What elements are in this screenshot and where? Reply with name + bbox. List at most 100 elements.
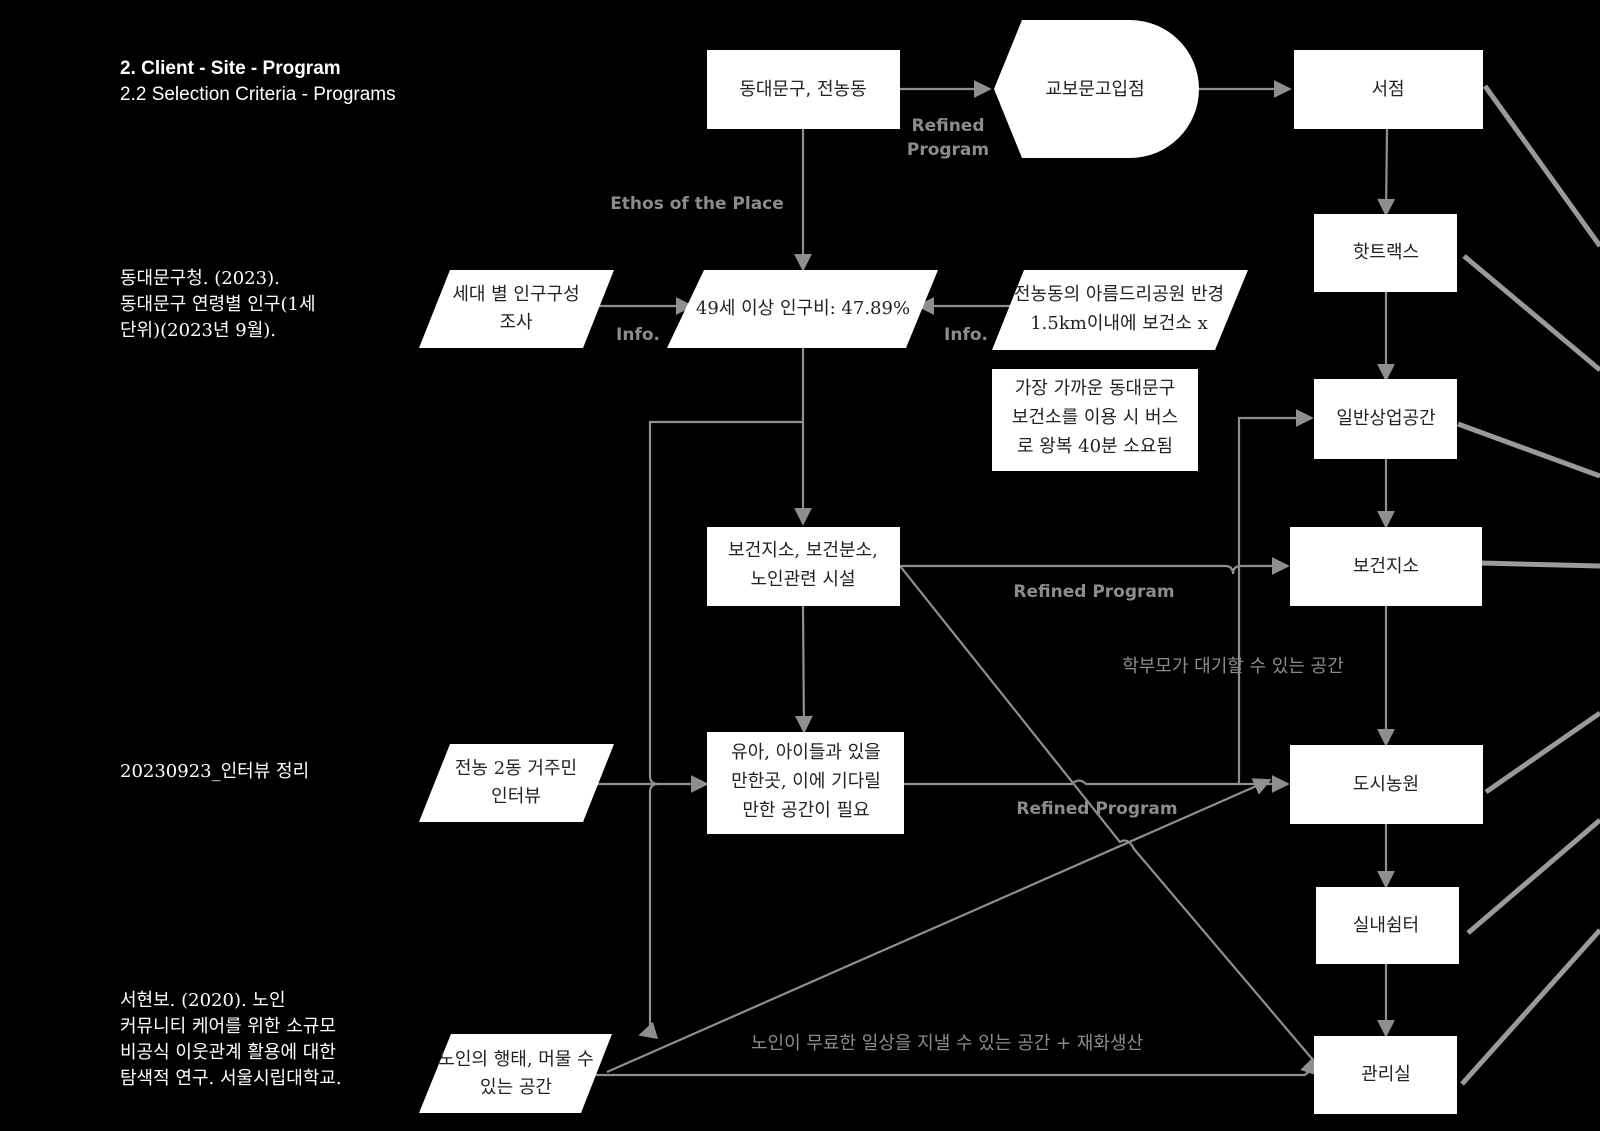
node-box	[1314, 379, 1457, 459]
node-urban-farm[interactable]: 도시농원	[1290, 745, 1483, 824]
node-label: 전농 2동 거주민	[455, 758, 577, 779]
page-subtitle: 2.2 Selection Criteria - Programs	[120, 84, 396, 105]
node-box	[1294, 50, 1483, 129]
outgoing-line	[1460, 928, 1600, 1086]
node-park[interactable]: 전농동의 아름드리공원 반경 1.5km이내에 보건소 x	[992, 270, 1248, 350]
node-label: 유아, 아이들과 있을	[731, 742, 881, 763]
node-dongdaemun[interactable]: 동대문구, 전농동	[707, 50, 900, 129]
page-header: 2. Client - Site - Program 2.2 Selection…	[120, 56, 396, 108]
edge-labels: Refined Program Ethos of the Place Info.…	[610, 116, 1344, 1054]
edge-label-info-right: Info.	[944, 325, 988, 345]
edge-label-refined-low: Refined Program	[1016, 799, 1177, 819]
node-box	[419, 744, 614, 822]
outgoing-line	[1466, 818, 1600, 935]
reference-line: 커뮤니티 케어를 위한 소규모	[120, 1016, 336, 1037]
node-commercial[interactable]: 일반상업공간	[1314, 379, 1457, 459]
edge-label-parents: 학부모가 대기할 수 있는 공간	[1122, 656, 1344, 677]
reference-line: 탐색적 연구. 서울시립대학교.	[120, 1068, 342, 1089]
node-bookstore[interactable]: 서점	[1294, 50, 1483, 129]
node-box	[707, 527, 900, 606]
node-health-right[interactable]: 보건지소	[1290, 527, 1482, 606]
node-label: 인터뷰	[491, 786, 541, 807]
edge-elderly-management	[592, 1057, 1320, 1077]
outgoing-line	[1482, 84, 1600, 248]
edge-health-kids	[794, 605, 813, 734]
node-hottracks[interactable]: 핫트랙스	[1314, 214, 1457, 292]
node-label: 보건소를 이용 시 버스	[1012, 407, 1178, 428]
node-nearest[interactable]: 가장 가까운 동대문구 보건소를 이용 시 버스 로 왕복 40분 소요됨	[992, 369, 1198, 471]
node-label: 실내쉼터	[1353, 915, 1419, 936]
node-label: 로 왕복 40분 소요됨	[1017, 436, 1173, 457]
reference-line: 서현보. (2020). 노인	[120, 990, 286, 1011]
edge-label-refined-top-1: Refined	[911, 116, 984, 136]
reference-paper: 서현보. (2020). 노인 커뮤니티 케어를 위한 소규모 비공식 이웃관계…	[120, 988, 342, 1092]
reference-interview: 20230923_인터뷰 정리	[120, 759, 309, 785]
edge-label-refined-top-2: Program	[907, 140, 989, 160]
outgoing-line	[1462, 254, 1600, 372]
node-box	[992, 369, 1198, 471]
edge-bookstore-hottracks	[1377, 128, 1396, 217]
node-label: 1.5km이내에 보건소 x	[1030, 313, 1208, 334]
node-label: 49세 이상 인구비: 47.89%	[696, 298, 910, 319]
node-box	[419, 270, 614, 348]
node-label: 핫트랙스	[1353, 242, 1419, 263]
node-label: 보건지소, 보건분소,	[728, 540, 878, 561]
node-label: 노인관련 시설	[750, 569, 855, 590]
node-box	[1290, 745, 1483, 824]
node-box	[1314, 1036, 1457, 1114]
node-label: 노인의 행태, 머물 수	[438, 1049, 593, 1070]
node-box	[994, 20, 1199, 158]
node-label: 있는 공간	[480, 1077, 552, 1098]
edge-label-refined-mid: Refined Program	[1013, 582, 1174, 602]
edges	[592, 80, 1396, 1082]
node-ratio[interactable]: 49세 이상 인구비: 47.89%	[667, 270, 938, 348]
edge-label-ethos: Ethos of the Place	[610, 194, 784, 214]
node-kids[interactable]: 유아, 아이들과 있을 만한곳, 이에 기다릴 만한 공간이 필요	[707, 732, 904, 834]
node-box	[419, 1034, 612, 1113]
node-box	[707, 50, 900, 129]
edge-label-info-left: Info.	[616, 325, 660, 345]
node-box	[707, 732, 904, 834]
reference-line: 단위)(2023년 9월).	[120, 320, 277, 341]
node-box	[1290, 527, 1482, 606]
node-kyobo[interactable]: 교보문고입점	[994, 20, 1199, 158]
node-label: 동대문구, 전농동	[739, 79, 866, 100]
node-box	[992, 270, 1248, 350]
node-label: 보건지소	[1353, 556, 1419, 577]
outgoing-lines	[1457, 84, 1600, 1086]
reference-line: 동대문구청. (2023).	[120, 268, 280, 289]
node-box	[1314, 214, 1457, 292]
node-label: 세대 별 인구구성	[452, 284, 579, 305]
edge-ratio-elderly	[638, 420, 803, 1039]
node-label: 관리실	[1361, 1064, 1411, 1085]
reference-line: 20230923_인터뷰 정리	[120, 761, 310, 782]
reference-population: 동대문구청. (2023). 동대문구 연령별 인구(1세 단위)(2023년 …	[120, 266, 316, 344]
node-box	[667, 270, 938, 348]
node-indoor-rest[interactable]: 실내쉼터	[1316, 887, 1459, 964]
edge-elderly-urbanfarm	[606, 778, 1272, 1074]
node-label: 교보문고입점	[1045, 79, 1144, 100]
node-elderly[interactable]: 노인의 행태, 머물 수 있는 공간	[419, 1034, 612, 1113]
outgoing-line	[1457, 421, 1600, 479]
node-label: 가장 가까운 동대문구	[1015, 378, 1175, 399]
node-interview[interactable]: 전농 2동 거주민 인터뷰	[419, 744, 614, 822]
node-label: 일반상업공간	[1336, 408, 1435, 429]
edge-label-elderly-space: 노인이 무료한 일상을 지낼 수 있는 공간 + 재화생산	[751, 1033, 1143, 1054]
outgoing-line	[1484, 710, 1600, 795]
node-label: 조사	[499, 312, 533, 333]
edge-health-management	[899, 565, 1332, 1082]
node-label: 도시농원	[1353, 774, 1419, 795]
reference-line: 동대문구 연령별 인구(1세	[120, 294, 316, 315]
node-health-center[interactable]: 보건지소, 보건분소, 노인관련 시설	[707, 527, 900, 606]
edge-health-healthright	[900, 557, 1290, 575]
node-label: 전농동의 아름드리공원 반경	[1014, 284, 1224, 305]
node-label: 만한곳, 이에 기다릴	[731, 771, 881, 792]
node-box	[1316, 887, 1459, 964]
node-label: 만한 공간이 필요	[742, 800, 869, 821]
node-survey[interactable]: 세대 별 인구구성 조사	[419, 270, 614, 348]
node-management[interactable]: 관리실	[1314, 1036, 1457, 1114]
page-title: 2. Client - Site - Program	[120, 58, 341, 79]
outgoing-line	[1479, 560, 1600, 569]
